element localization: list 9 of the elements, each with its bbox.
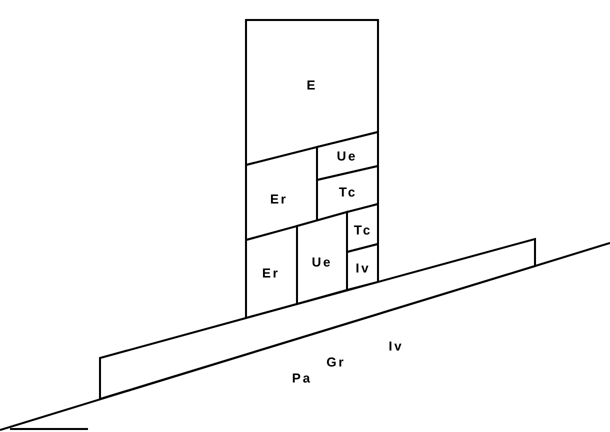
unit-label: Er	[270, 192, 288, 206]
unit-label: Tc	[354, 224, 372, 236]
unit-label: Gr	[326, 356, 346, 368]
unit-label: Pa	[292, 372, 312, 384]
unit-label: Tc	[338, 186, 358, 198]
unit-label: Er	[262, 266, 280, 280]
unit-label: Iv	[356, 262, 370, 274]
unit-label: Iv	[388, 340, 404, 352]
unit-label: Ue	[312, 256, 332, 268]
